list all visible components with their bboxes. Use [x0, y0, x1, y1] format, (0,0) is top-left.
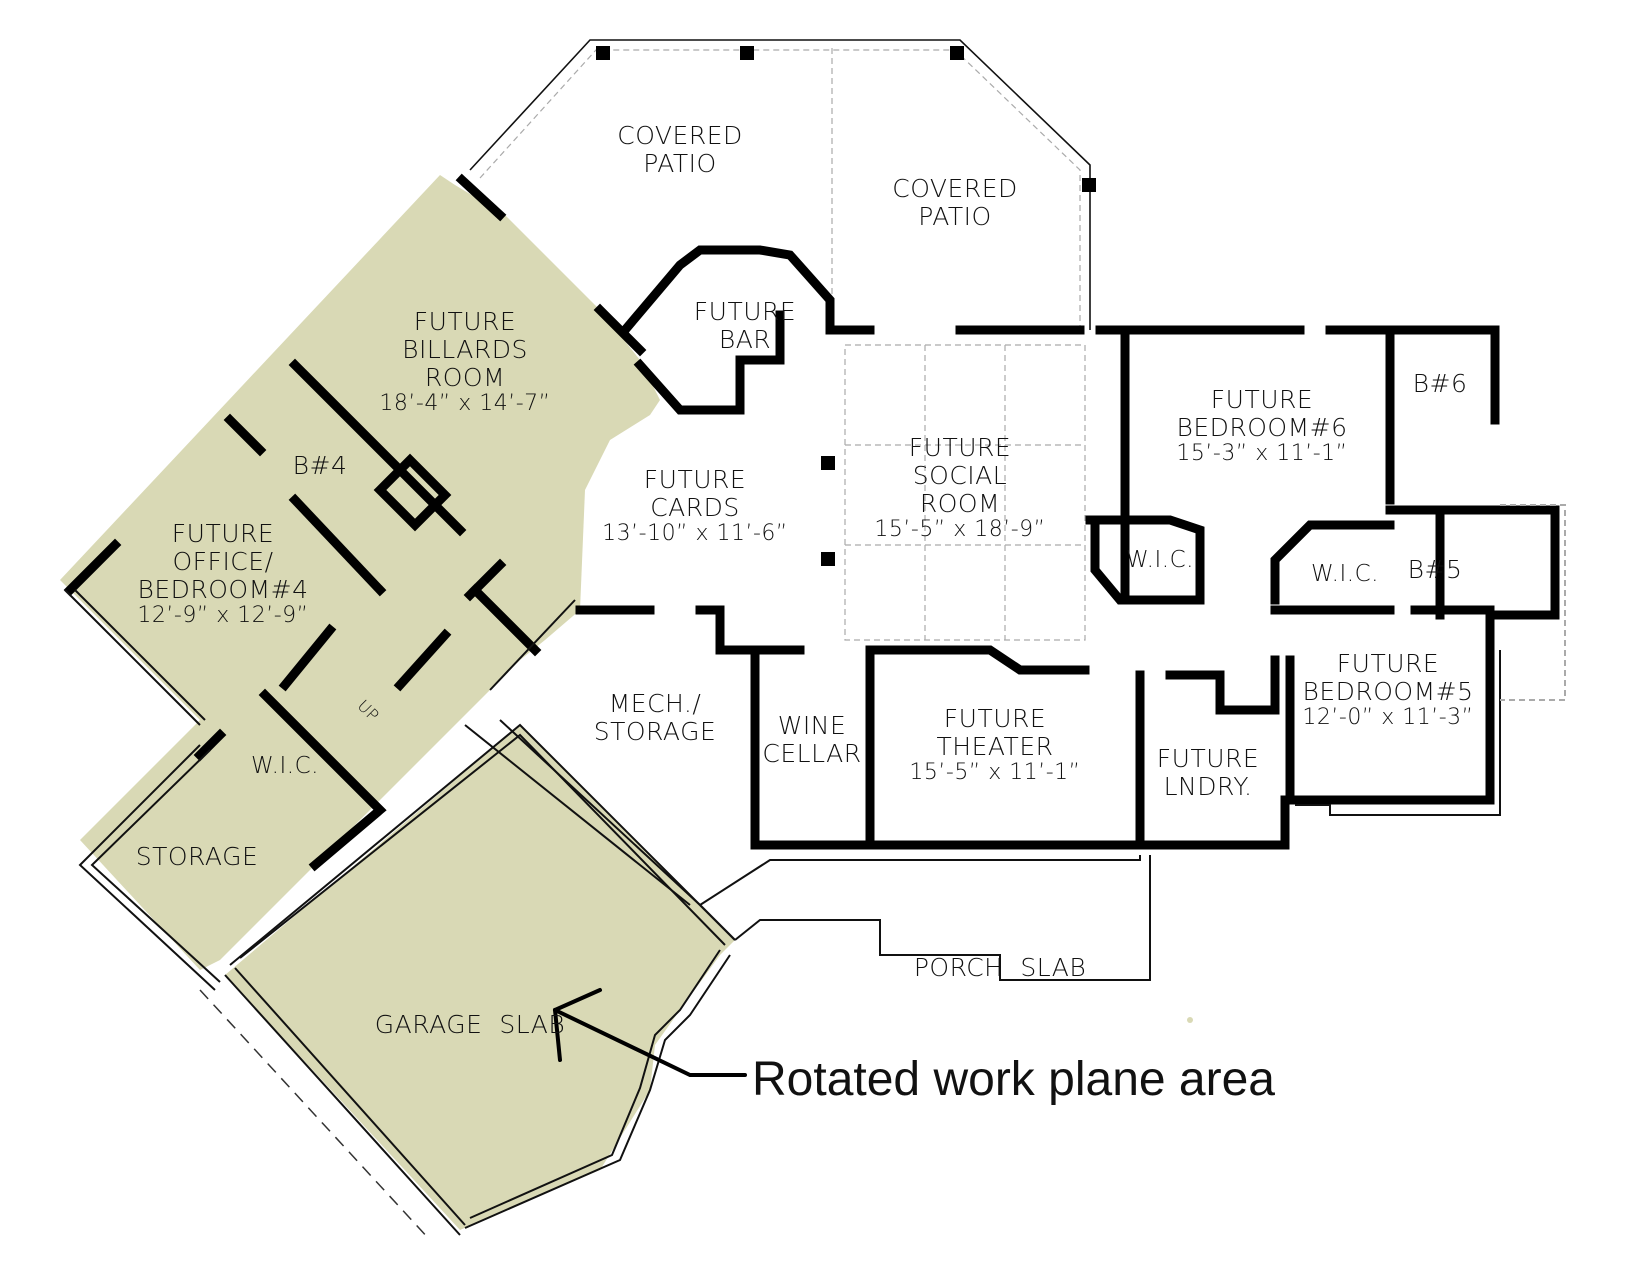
wic-bedroom-5-label: W.I.C.: [1311, 561, 1379, 587]
bedroom-5-label: FUTURE BEDROOM#5 12’-0” x 11’-3”: [1302, 649, 1474, 730]
office-bedroom-4-label: FUTURE OFFICE/ BEDROOM#4 12’-9” x 12’-9”: [137, 519, 309, 628]
patio-columns: [596, 46, 1096, 192]
bath-6-label: B#6: [1412, 369, 1468, 398]
storage-label: STORAGE: [135, 842, 259, 871]
social-room-columns: [821, 456, 835, 566]
annotation-text: Rotated work plane area: [752, 1053, 1275, 1106]
bath-5-label: B#5: [1407, 555, 1463, 584]
exterior-walls: [64, 504, 1566, 1236]
social-room-grid: [844, 344, 1086, 641]
laundry-label: FUTURE LNDRY.: [1156, 744, 1260, 801]
stray-dot: [1187, 1017, 1193, 1023]
bar-label: FUTURE BAR: [693, 297, 797, 354]
covered-patio-right-label: COVERED PATIO: [892, 174, 1018, 231]
social-room-label: FUTURE SOCIAL ROOM 15’-5” x 18’-9”: [874, 433, 1046, 542]
garage-dashed-edge: [199, 989, 431, 1241]
wine-cellar-label: WINE CELLAR: [762, 711, 862, 768]
wic-bedroom-4-label: W.I.C.: [251, 753, 319, 779]
covered-patio-left-label: COVERED PATIO: [617, 121, 743, 178]
cards-room-label: FUTURE CARDS 13’-10” x 11’-6”: [602, 465, 788, 546]
garage-slab-label: GARAGE SLAB: [374, 1010, 566, 1039]
wic-bedroom-6-label: W.I.C.: [1126, 547, 1194, 573]
walls: [63, 173, 1560, 872]
porch-slab-label: PORCH SLAB: [913, 953, 1087, 982]
billiards-room-label: FUTURE BILLARDS ROOM 18’-4” x 14’-7”: [379, 307, 551, 416]
theater-label: FUTURE THEATER 15’-5” x 11’-1”: [909, 704, 1081, 785]
bedroom-6-label: FUTURE BEDROOM#6 15’-3” x 11’-1”: [1176, 385, 1348, 466]
bath-4-label: B#4: [292, 451, 348, 480]
arrow-icon: [553, 988, 747, 1077]
mech-storage-label: MECH./ STORAGE: [593, 689, 717, 746]
